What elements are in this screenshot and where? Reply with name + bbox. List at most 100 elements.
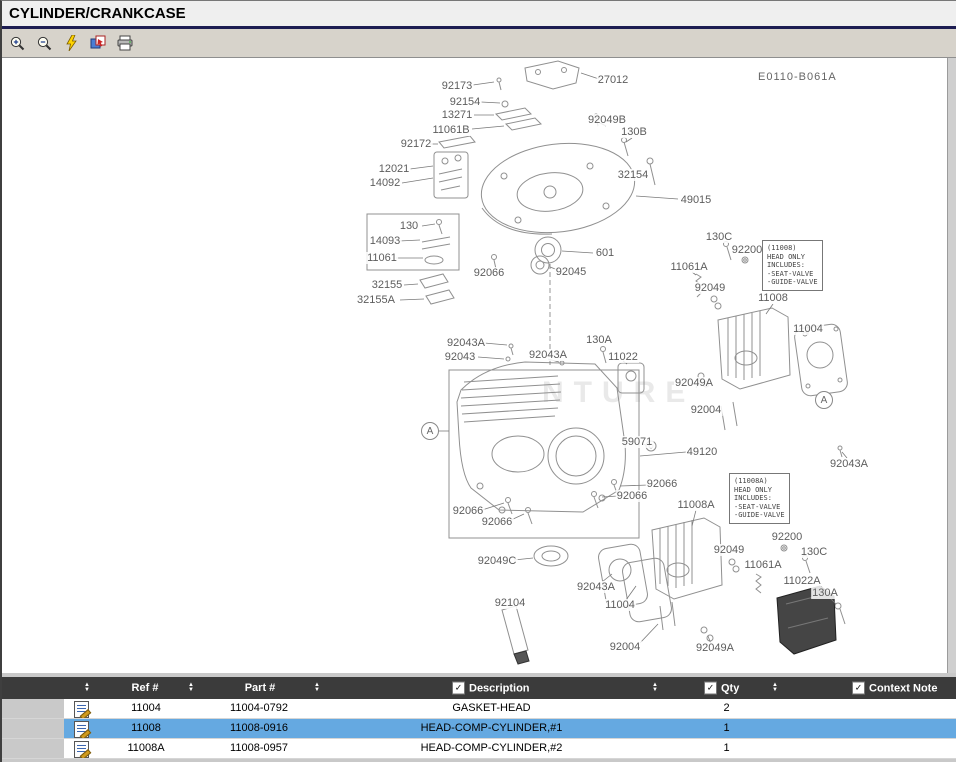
desc-cell: HEAD-COMP-CYLINDER,#2 — [420, 742, 563, 754]
part-label-130A[interactable]: 130A — [811, 587, 839, 599]
part-label-11061B[interactable]: 11061B — [431, 124, 471, 136]
part-label-11008[interactable]: 11008 — [757, 292, 789, 304]
qty-checkbox[interactable] — [704, 681, 717, 695]
part-label-11004[interactable]: 11004 — [604, 599, 636, 611]
part-label-130B[interactable]: 130B — [620, 126, 648, 138]
page-title: CYLINDER/CRANKCASE — [9, 5, 186, 22]
sort-icon[interactable] — [652, 683, 658, 693]
ref-cell: 11008A — [127, 742, 165, 754]
part-label-130[interactable]: 130 — [398, 220, 420, 232]
part-label-11061[interactable]: 11061 — [366, 252, 398, 264]
qty-cell: 1 — [723, 722, 730, 734]
edit-cell[interactable] — [64, 699, 98, 718]
desc-cell: GASKET-HEAD — [452, 702, 531, 714]
part-label-27012[interactable]: 27012 — [596, 74, 630, 86]
context-note-checkbox[interactable] — [852, 681, 865, 695]
column-context-note[interactable]: Context Note — [852, 681, 937, 695]
part-label-11061A[interactable]: 11061A — [743, 559, 783, 571]
part-label-92066[interactable]: 92066 — [615, 490, 649, 502]
part-label-92043A[interactable]: 92043A — [576, 581, 616, 593]
part-label-92154[interactable]: 92154 — [448, 96, 482, 108]
part-label-130C[interactable]: 130C — [799, 546, 829, 558]
part-label-130A[interactable]: 130A — [585, 334, 613, 346]
print-icon[interactable] — [115, 33, 135, 53]
part-label-32155A[interactable]: 32155A — [356, 294, 396, 306]
part-label-11061A[interactable]: 11061A — [669, 261, 709, 273]
part-label-49120[interactable]: 49120 — [685, 446, 719, 458]
part-label-13271[interactable]: 13271 — [440, 109, 474, 121]
part-label-92049A[interactable]: 92049A — [674, 377, 714, 389]
part-label-12021[interactable]: 12021 — [377, 163, 411, 175]
part-label-11008A[interactable]: 11008A — [676, 499, 716, 511]
part-label-92104[interactable]: 92104 — [493, 597, 527, 609]
part-label-32154[interactable]: 32154 — [616, 169, 650, 181]
toolbar — [2, 29, 956, 58]
part-label-92043[interactable]: 92043 — [443, 351, 477, 363]
zoom-in-icon[interactable] — [7, 33, 27, 53]
part-label-92043A[interactable]: 92043A — [446, 337, 486, 349]
edit-document-icon[interactable] — [73, 721, 89, 738]
ref-cell: 11008 — [131, 722, 161, 734]
diagram-code: E0110-B061A — [758, 71, 837, 83]
part-label-92049C[interactable]: 92049C — [476, 555, 518, 567]
edit-document-icon[interactable] — [73, 741, 89, 758]
part-label-601[interactable]: 601 — [594, 247, 616, 259]
sort-icon[interactable] — [772, 683, 778, 693]
part-label-92173[interactable]: 92173 — [440, 80, 474, 92]
part-label-92004[interactable]: 92004 — [608, 641, 642, 653]
part-label-92066[interactable]: 92066 — [451, 505, 485, 517]
part-label-92049B[interactable]: 92049B — [587, 114, 627, 126]
part-label-11022A[interactable]: 11022A — [782, 575, 822, 587]
part-label-92066[interactable]: 92066 — [645, 478, 679, 490]
part-label-32155[interactable]: 32155 — [370, 279, 404, 291]
sort-icon[interactable] — [84, 683, 90, 693]
part-label-49015[interactable]: 49015 — [679, 194, 713, 206]
part-label-11022[interactable]: 11022 — [607, 351, 639, 363]
row-gutter — [2, 699, 64, 718]
part-label-92045[interactable]: 92045 — [554, 266, 588, 278]
note-cell — [794, 719, 956, 738]
part-label-92200[interactable]: 92200 — [770, 531, 804, 543]
edit-document-icon[interactable] — [73, 701, 89, 718]
flash-icon[interactable] — [61, 33, 81, 53]
sort-icon[interactable] — [314, 683, 320, 693]
part-label-11004[interactable]: 11004 — [792, 323, 824, 335]
column-qty[interactable]: Qty — [704, 681, 739, 695]
note-cell — [794, 739, 956, 758]
part-label-130C[interactable]: 130C — [704, 231, 734, 243]
parts-diagram: NTURE — [2, 58, 956, 673]
column-part[interactable]: Part # — [244, 682, 276, 694]
column-ref[interactable]: Ref # — [131, 682, 159, 694]
view-marker-A: A — [421, 422, 439, 440]
description-checkbox[interactable] — [452, 681, 465, 695]
part-label-59071[interactable]: 59071 — [620, 436, 654, 448]
part-label-92200[interactable]: 92200 — [730, 244, 764, 256]
part-label-14093[interactable]: 14093 — [368, 235, 402, 247]
watermark: NTURE — [542, 376, 696, 409]
part-label-92049[interactable]: 92049 — [712, 544, 746, 556]
part-label-92043A[interactable]: 92043A — [829, 458, 869, 470]
part-label-92066[interactable]: 92066 — [472, 267, 506, 279]
zoom-out-icon[interactable] — [34, 33, 54, 53]
part-label-92043A[interactable]: 92043A — [528, 349, 568, 361]
part-label-92004[interactable]: 92004 — [689, 404, 723, 416]
part-label-92066[interactable]: 92066 — [480, 516, 514, 528]
column-description-label: Description — [469, 682, 530, 694]
part-label-92049[interactable]: 92049 — [693, 282, 727, 294]
exploded-view-drawing — [366, 60, 848, 665]
part-label-92049A[interactable]: 92049A — [695, 642, 735, 654]
ref-cell: 11004 — [131, 702, 161, 714]
sort-icon[interactable] — [188, 683, 194, 693]
edit-cell[interactable] — [64, 719, 98, 738]
part-label-14092[interactable]: 14092 — [368, 177, 402, 189]
hotspot-icon[interactable] — [88, 33, 108, 53]
part-label-92172[interactable]: 92172 — [399, 138, 433, 150]
edit-cell[interactable] — [64, 739, 98, 758]
column-description[interactable]: Description — [452, 681, 530, 695]
